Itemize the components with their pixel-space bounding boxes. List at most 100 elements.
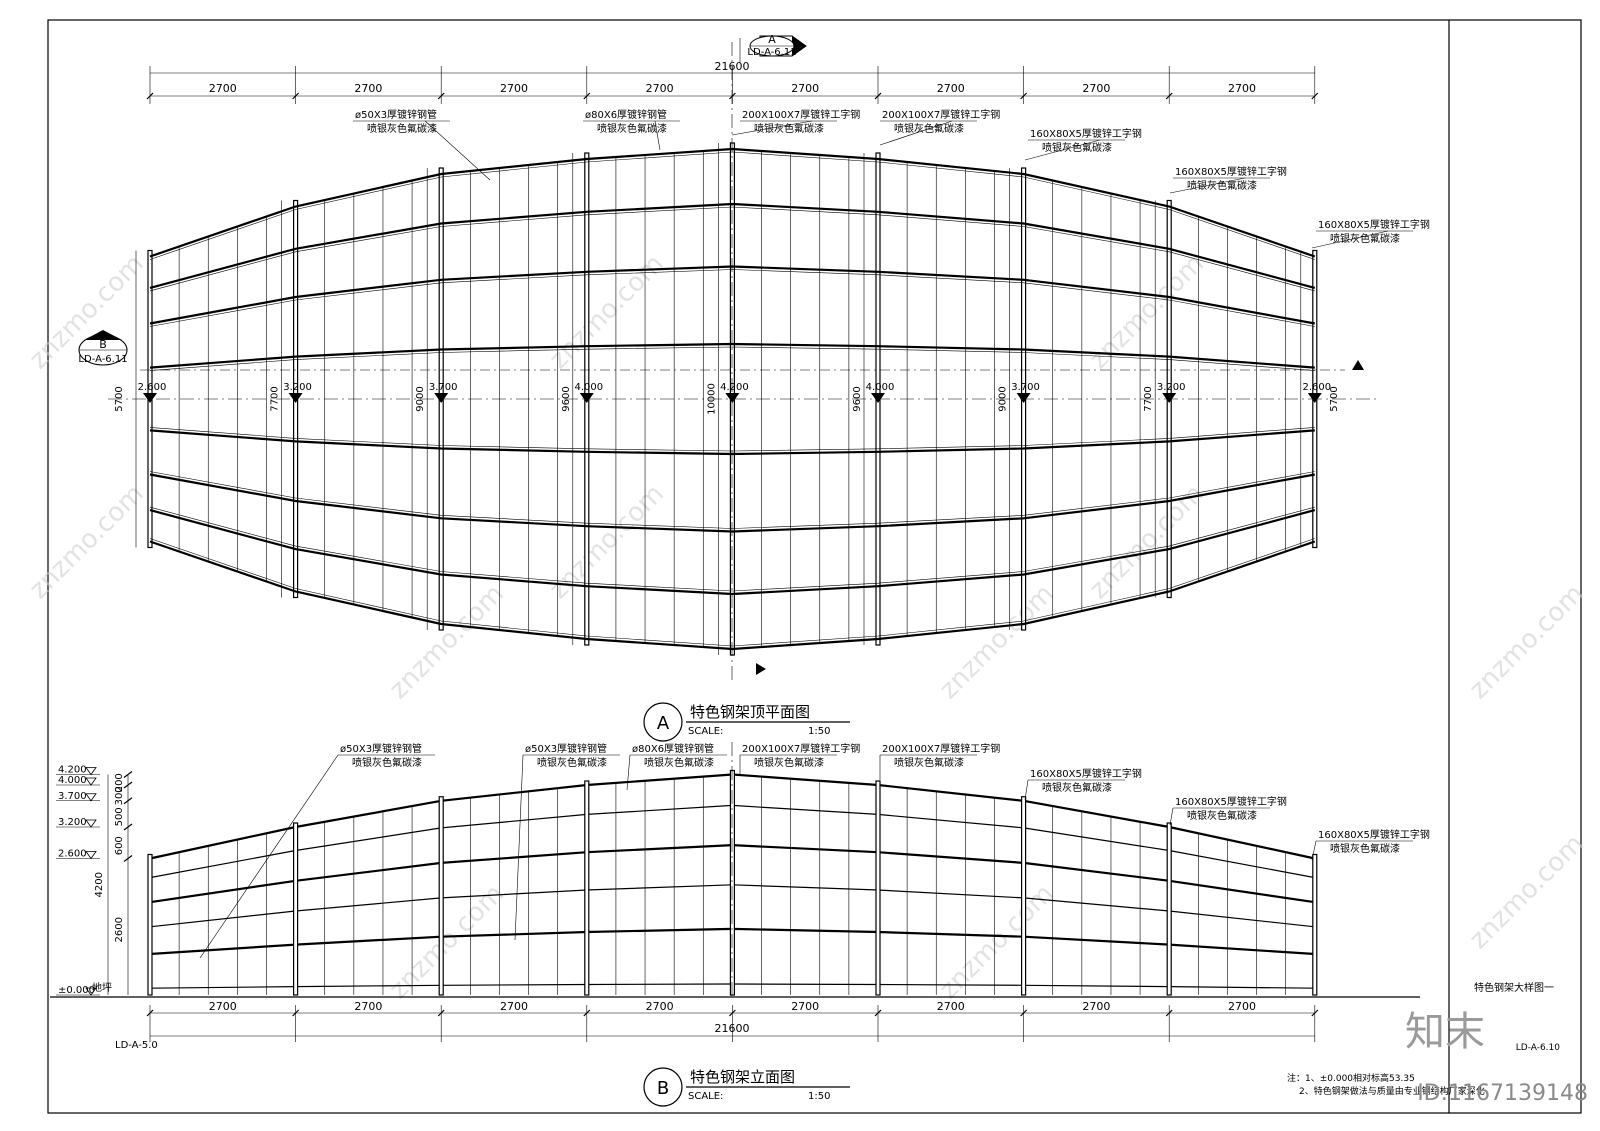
purlin-curve — [149, 342, 1315, 369]
watermark-text: znzmo.com — [384, 579, 510, 705]
elev-dim-slash — [146, 1009, 154, 1017]
purlin-inner-edge — [149, 538, 1315, 647]
elevation-title: 特色钢架立面图 — [690, 1068, 795, 1086]
elev-bay-dim-label: 2700 — [937, 1000, 965, 1013]
elevation-callout-spec: ø80X6厚镀锌钢管 — [632, 742, 714, 755]
callout-leader — [1169, 177, 1246, 194]
callout-spec: 160X80X5厚镀锌工字钢 — [1030, 127, 1142, 140]
dim-slash — [146, 92, 154, 100]
plan-scale-label: SCALE: — [688, 726, 723, 737]
level-mark — [85, 987, 97, 996]
bay-dim-label: 2700 — [209, 82, 237, 95]
dim-slash — [1165, 92, 1173, 100]
elevation-callout-finish: 喷银灰色氟碳漆 — [644, 756, 714, 769]
purlin-inner-edge — [149, 427, 1315, 452]
level-triangle — [1307, 393, 1322, 403]
plan-level-label: 3.700 — [1011, 382, 1040, 393]
elev-dim-slash — [1311, 1009, 1319, 1017]
sheet-ref: LD-A-6.10 — [1516, 1043, 1561, 1053]
plan-level-label: 3.200 — [283, 382, 312, 393]
elevation-column — [584, 780, 590, 996]
section-arrow-bottom — [756, 663, 766, 675]
purlin-curve — [149, 509, 1316, 596]
callout-finish: 喷银灰色氟碳漆 — [597, 122, 667, 135]
elevation-scale-label: SCALE: — [688, 1091, 723, 1102]
plan-title: 特色钢架顶平面图 — [690, 703, 810, 721]
bay-dim-label: 2700 — [791, 82, 819, 95]
elevation-column — [293, 822, 299, 996]
level-mark — [85, 819, 97, 828]
section-ref-left: B LD-A-6.11 — [78, 330, 128, 366]
note-line-2: 2、特色钢架做法与质量由专业钢结构厂家深化 — [1299, 1085, 1485, 1097]
bay-dim-label: 2700 — [354, 82, 382, 95]
ground-note: 地坪 — [92, 981, 112, 994]
elev-dim-slash — [1020, 1009, 1028, 1017]
level-triangle — [579, 393, 594, 403]
plan-level-label: 4.200 — [720, 382, 749, 393]
watermark-text: znzmo.com — [544, 479, 670, 605]
callout-leader — [654, 120, 661, 151]
dim-slash — [292, 92, 300, 100]
elev-dim-slash — [874, 1009, 882, 1017]
elevation-levels: 4.2004.0003.7003.2002.600±0.000地坪2003005… — [56, 765, 133, 996]
elevation-callout-spec: 160X80X5厚镀锌工字钢 — [1030, 767, 1142, 780]
elevation-callout-finish: 喷银灰色氟碳漆 — [537, 756, 607, 769]
elevation-column — [438, 796, 444, 996]
section-arrow — [1352, 360, 1364, 370]
plan-marker-circle — [643, 702, 683, 742]
elevation-column — [147, 853, 153, 996]
level-triangle — [1016, 393, 1031, 403]
level-triangle — [143, 393, 157, 403]
callout-leader — [424, 120, 491, 181]
vertical-dim-total: 4200 — [94, 872, 105, 897]
elevation-callout-finish: 喷银灰色氟碳漆 — [754, 756, 824, 769]
section-ref-top: A LD-A-6.11 — [739, 33, 807, 62]
watermark-text: znzmo.com — [24, 479, 150, 605]
bay-dim-label: 2700 — [646, 82, 674, 95]
dim-slash — [1311, 92, 1319, 100]
plan-level-label: 3.700 — [429, 382, 458, 393]
elevation-column — [875, 780, 881, 996]
level-triangle — [288, 393, 303, 403]
elevation-view: 4.2004.0003.7003.2002.600±0.000地坪2003005… — [50, 742, 1430, 1107]
elevation-callout-leader — [199, 754, 339, 959]
sheet-border — [47, 19, 1582, 1114]
level-triangle — [871, 393, 885, 403]
rib-length-label: 10000 — [706, 383, 717, 415]
purlin-curve — [149, 147, 1316, 258]
vertical-dim-label: 300 — [114, 786, 125, 805]
dim-slash — [437, 92, 445, 100]
elevation-total-dim: 21600 — [715, 1022, 750, 1035]
section-ref-top-code: LD-A-6.11 — [747, 47, 796, 58]
elev-bay-dim-label: 2700 — [500, 1000, 528, 1013]
elevation-title-block: B 特色钢架立面图 SCALE: 1:50 — [643, 1067, 850, 1107]
elevation-callout-finish: 喷银灰色氟碳漆 — [352, 756, 422, 769]
level-mark — [85, 851, 97, 860]
plan-level-label: 3.200 — [1157, 382, 1186, 393]
watermark-text: znzmo.com — [1464, 579, 1590, 705]
purlin-curve — [149, 473, 1315, 533]
bay-dim-label: 2700 — [1082, 82, 1110, 95]
plan-level-label: 2.600 — [138, 382, 167, 393]
elevation-callout-leader — [1311, 840, 1317, 861]
watermark-text: znzmo.com — [934, 579, 1060, 705]
rib-length-label: 9000 — [415, 386, 426, 411]
rib-length-label: 5700 — [114, 386, 125, 411]
rib-length-label: 5700 — [1329, 386, 1340, 411]
elev-dim-slash — [728, 1009, 736, 1017]
bay-dim-label: 2700 — [937, 82, 965, 95]
callout-spec: 160X80X5厚镀锌工字钢 — [1175, 165, 1287, 178]
callout-spec: ø50X3厚镀锌钢管 — [355, 108, 437, 121]
elevation-column — [1166, 822, 1172, 996]
purlin-inner-edge — [149, 471, 1315, 529]
rib-length-label: 9000 — [998, 386, 1009, 411]
vertical-dim-label: 500 — [114, 807, 125, 826]
elevation-level-label: 3.200 — [58, 817, 87, 828]
purlin-curve — [149, 265, 1315, 325]
vertical-dim-label: 600 — [114, 836, 125, 855]
plan-scale-value: 1:50 — [808, 726, 830, 737]
elevation-level-label: 2.600 — [58, 849, 87, 860]
